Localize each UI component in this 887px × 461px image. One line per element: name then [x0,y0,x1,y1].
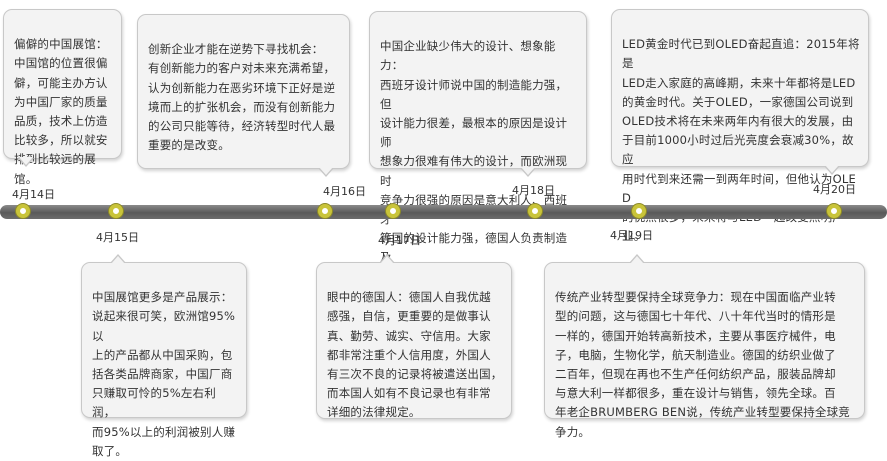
date-label-apr15: 4月15日 [96,231,139,244]
date-label-apr18: 4月18日 [512,184,555,197]
date-label-apr16: 4月16日 [323,185,366,198]
timeline-node-apr14 [16,204,30,218]
date-label-apr19: 4月19日 [610,229,653,242]
date-label-apr14: 4月14日 [12,188,55,201]
event-card-apr16: 创新企业才能在逆势下寻找机会： 有创新能力的客户对未来充满希望， 认为创新能力在… [137,14,350,177]
event-text: 中国展馆更多是产品展示： 说起来很可笑，欧洲馆95%以 上的产品都从中国采购，包… [92,290,236,458]
event-card-apr19: 传统产业转型要保持全球竞争力：现在中国面临产业转 型的问题，这与德国七十年代、八… [544,254,865,439]
timeline-node-apr16 [318,204,332,218]
event-text: 眼中的德国人：德国人自我优越 感强，自信，更重要的是做事认 真、勤劳、诚实、守信… [327,290,503,420]
timeline-node-apr15 [109,204,123,218]
timeline-node-apr20 [827,204,841,218]
timeline-node-apr19 [632,204,646,218]
event-card-apr15: 中国展馆更多是产品展示： 说起来很可笑，欧洲馆95%以 上的产品都从中国采购，包… [81,254,247,458]
date-label-apr20: 4月20日 [813,183,856,196]
event-card-apr20: LED黄金时代已到OLED奋起直追：2015年将是 LED走入家庭的高峰期，未来… [611,9,869,243]
event-card-apr18: 中国企业缺少伟大的设计、想象能力： 西班牙设计师说中国的制造能力强，但 设计能力… [369,11,587,284]
timeline-node-apr17 [386,204,400,218]
event-text: 创新企业才能在逆势下寻找机会： 有创新能力的客户对未来充满希望， 认为创新能力在… [148,42,336,153]
event-card-apr17: 眼中的德国人：德国人自我优越 感强，自信，更重要的是做事认 真、勤劳、诚实、守信… [316,254,512,420]
event-text: 中国企业缺少伟大的设计、想象能力： 西班牙设计师说中国的制造能力强，但 设计能力… [380,39,568,283]
event-text: 传统产业转型要保持全球竞争力：现在中国面临产业转 型的问题，这与德国七十年代、八… [555,290,850,439]
timeline-node-apr18 [528,204,542,218]
timeline-bar [0,205,887,219]
date-label-apr17: 4月17日 [378,234,421,247]
event-text: LED黄金时代已到OLED奋起直追：2015年将是 LED走入家庭的高峰期，未来… [622,37,860,244]
event-card-apr14: 偏僻的中国展馆： 中国馆的位置很偏 僻，可能主办方认 为中国厂家的质量 品质，技… [3,9,122,186]
event-text: 偏僻的中国展馆： 中国馆的位置很偏 僻，可能主办方认 为中国厂家的质量 品质，技… [14,37,108,186]
